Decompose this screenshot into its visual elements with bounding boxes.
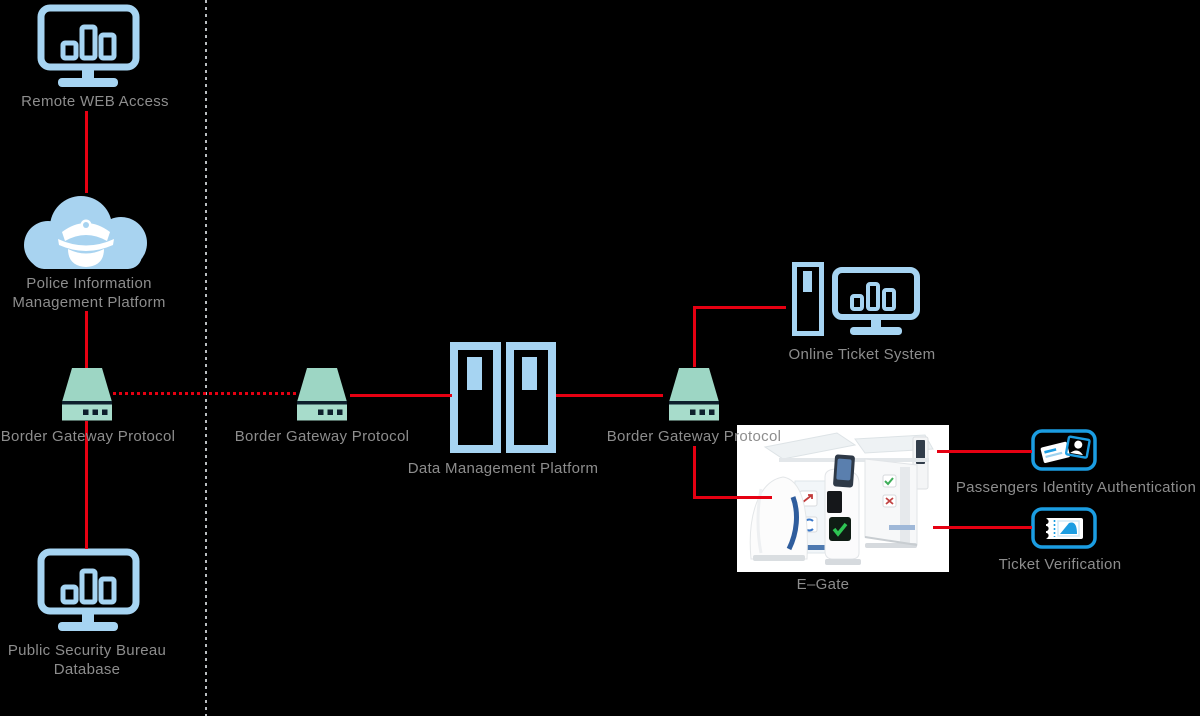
police-platform-label: Police Information Management Platform xyxy=(0,274,178,312)
boundary-dotted-line xyxy=(205,0,207,716)
bgp3-label: Border Gateway Protocol xyxy=(606,428,782,445)
bgp1-label: Border Gateway Protocol xyxy=(0,428,176,445)
server-rack-icon xyxy=(450,342,556,453)
police-cloud-icon xyxy=(24,196,147,269)
passenger-auth-label: Passengers Identity Authentication xyxy=(955,479,1197,496)
remote-web-access-label: Remote WEB Access xyxy=(21,93,169,110)
egate-label: E–Gate xyxy=(796,576,850,593)
id-card-scan-icon xyxy=(1031,429,1097,471)
connector-remote-to-police xyxy=(85,111,88,193)
connector-bgp1-to-psb xyxy=(85,421,88,549)
ticket-verify-label: Ticket Verification xyxy=(998,556,1122,573)
connector-egate-to-ticket xyxy=(933,526,1032,529)
connector-police-to-bgp1 xyxy=(85,311,88,368)
connector-to-online-ticket xyxy=(693,306,786,309)
connector-bgp3-up xyxy=(693,306,696,367)
connector-bgp3-down xyxy=(693,446,696,499)
egate-photo xyxy=(737,425,949,572)
monitor-icon-psb xyxy=(37,548,140,631)
connector-egate-to-auth xyxy=(937,450,1032,453)
psb-label-line2: Database xyxy=(53,661,121,678)
monitor-icon xyxy=(37,4,140,87)
connector-bgp1-to-bgp2-dotted xyxy=(113,392,297,395)
connector-bgp2-to-dmp xyxy=(350,394,452,397)
psb-label-line1: Public Security Bureau xyxy=(7,642,167,659)
connector-to-egate xyxy=(693,496,772,499)
dmp-label: Data Management Platform xyxy=(407,460,599,477)
psb-label: Public Security Bureau Database xyxy=(0,641,187,679)
egate-illustration xyxy=(737,425,949,572)
bgp2-label: Border Gateway Protocol xyxy=(234,428,410,445)
ticket-icon xyxy=(1031,507,1097,549)
connector-dmp-to-bgp3 xyxy=(556,394,663,397)
desktop-computer-icon xyxy=(792,262,920,336)
police-platform-label-line1: Police Information xyxy=(26,275,152,292)
router-icon-bgp1 xyxy=(62,368,112,421)
police-platform-label-line2: Management Platform xyxy=(12,294,166,311)
router-icon-bgp3 xyxy=(669,368,719,421)
online-ticket-label: Online Ticket System xyxy=(788,346,936,363)
router-icon-bgp2 xyxy=(297,368,347,421)
